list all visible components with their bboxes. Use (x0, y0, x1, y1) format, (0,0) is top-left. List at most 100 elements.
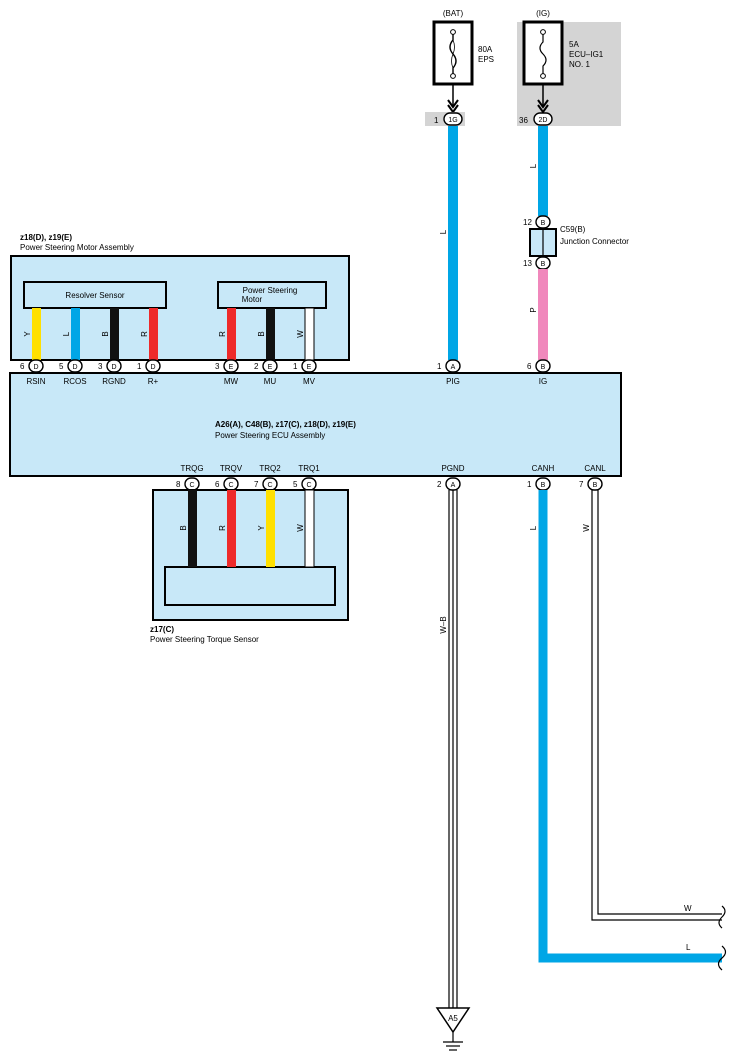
ground-triangle (435, 1007, 471, 1034)
pgnd-wire (448, 490, 458, 1008)
resolver-sensor-label: Resolver Sensor (65, 291, 124, 300)
torque-sensor-ref: z17(C) (150, 625, 174, 634)
svg-text:R: R (140, 331, 149, 337)
svg-text:RSIN: RSIN (26, 377, 45, 386)
torque-sensor-name: Power Steering Torque Sensor (150, 635, 259, 644)
svg-text:3: 3 (98, 362, 103, 371)
svg-text:E: E (268, 364, 273, 371)
svg-text:Y: Y (23, 331, 32, 337)
svg-text:W: W (296, 330, 305, 338)
ecu-name: Power Steering ECU Assembly (215, 431, 325, 440)
torque-sensor-inner (164, 566, 336, 606)
pig-pin-num: 1 (437, 362, 442, 371)
svg-text:7: 7 (579, 480, 584, 489)
junction-pin-top-num: 12 (523, 218, 532, 227)
torque-wire-trq2 (266, 490, 275, 567)
svg-text:R+: R+ (148, 377, 159, 386)
svg-text:5: 5 (293, 480, 298, 489)
svg-text:1: 1 (137, 362, 142, 371)
ps-motor-label-2: Motor (242, 295, 263, 304)
svg-text:1: 1 (293, 362, 298, 371)
motor-wire-rcos (71, 308, 80, 360)
svg-text:2: 2 (254, 362, 259, 371)
canh-break-mark (717, 945, 727, 971)
ig-pin-num: 36 (519, 116, 528, 125)
bat-fuse-name: EPS (478, 55, 494, 64)
svg-text:2D: 2D (539, 117, 548, 124)
pgnd-wire-color: W–B (439, 616, 448, 633)
svg-text:C: C (189, 482, 194, 489)
canh-wire (538, 490, 722, 963)
ground-icon (443, 1032, 463, 1051)
svg-text:B: B (541, 220, 546, 227)
svg-text:MV: MV (303, 377, 316, 386)
bat-pin-num: 1 (434, 116, 439, 125)
motor-assembly-name: Power Steering Motor Assembly (20, 243, 134, 252)
svg-text:IG: IG (539, 377, 547, 386)
ground-label: A5 (448, 1014, 458, 1023)
bat-header: (BAT) (443, 9, 464, 18)
svg-text:E: E (307, 364, 312, 371)
svg-text:TRQ2: TRQ2 (259, 464, 281, 473)
svg-text:1: 1 (527, 480, 532, 489)
svg-text:L: L (62, 331, 71, 336)
svg-text:B: B (541, 261, 546, 268)
motor-wire-mu (266, 308, 275, 360)
torque-wire-trqv (227, 490, 236, 567)
svg-text:W: W (296, 524, 305, 532)
ecu-ref: A26(A), C48(B), z17(C), z18(D), z19(E) (215, 420, 356, 429)
ig-fuse-icon (539, 32, 547, 76)
svg-text:CANH: CANH (532, 464, 555, 473)
svg-text:RGND: RGND (102, 377, 126, 386)
junction-pin-bottom-num: 13 (523, 259, 532, 268)
svg-text:CANL: CANL (584, 464, 606, 473)
svg-text:R: R (218, 331, 227, 337)
ps-motor-label-1: Power Steering (243, 286, 298, 295)
svg-text:MU: MU (264, 377, 277, 386)
ig-lower-wire-color: P (529, 307, 538, 312)
svg-text:PIG: PIG (446, 377, 460, 386)
svg-text:1G: 1G (448, 117, 457, 124)
svg-text:TRQV: TRQV (220, 464, 243, 473)
svg-text:A: A (451, 364, 456, 371)
svg-text:MW: MW (224, 377, 239, 386)
ecu-bottom-signals: TRQG TRQV TRQ2 TRQ1 PGND CANH CANL (180, 464, 606, 473)
canl-wire (591, 490, 722, 921)
torque-wire-trq1 (304, 489, 315, 568)
motor-wire-rgnd (110, 308, 119, 360)
svg-text:3: 3 (215, 362, 220, 371)
svg-text:A: A (451, 482, 456, 489)
svg-text:6: 6 (20, 362, 25, 371)
bat-pin (443, 112, 463, 126)
motor-wire-rsin (32, 308, 41, 360)
svg-text:C: C (267, 482, 272, 489)
svg-text:5: 5 (59, 362, 64, 371)
svg-text:D: D (33, 364, 38, 371)
svg-text:Y: Y (257, 525, 266, 531)
svg-text:6: 6 (215, 480, 220, 489)
svg-text:7: 7 (254, 480, 259, 489)
svg-text:TRQ1: TRQ1 (298, 464, 320, 473)
ig-pin (533, 112, 553, 126)
bat-wire (448, 126, 458, 360)
svg-text:8: 8 (176, 480, 181, 489)
motor-assembly-ref: z18(D), z19(E) (20, 233, 72, 242)
junction-title: C59(B) (560, 225, 586, 234)
bat-wire-color: L (439, 229, 448, 234)
ecu-box (9, 372, 622, 477)
canh-right-color: L (686, 943, 691, 952)
ig-fuse-name: ECU–IG1 (569, 50, 604, 59)
motor-wire-mw (227, 308, 236, 360)
ig-upper-wire (538, 126, 548, 216)
ig-fuse-rating: 5A (569, 40, 579, 49)
motor-wire-mv (304, 307, 315, 361)
svg-text:C: C (228, 482, 233, 489)
svg-text:B: B (541, 364, 546, 371)
motor-wire-rplus (149, 308, 158, 360)
bat-fuse-rating: 80A (478, 45, 493, 54)
svg-text:B: B (101, 331, 110, 336)
canl-break-mark (718, 905, 726, 929)
ig-fuse-number: NO. 1 (569, 60, 590, 69)
canl-right-color: W (684, 904, 692, 913)
svg-text:B: B (593, 482, 598, 489)
